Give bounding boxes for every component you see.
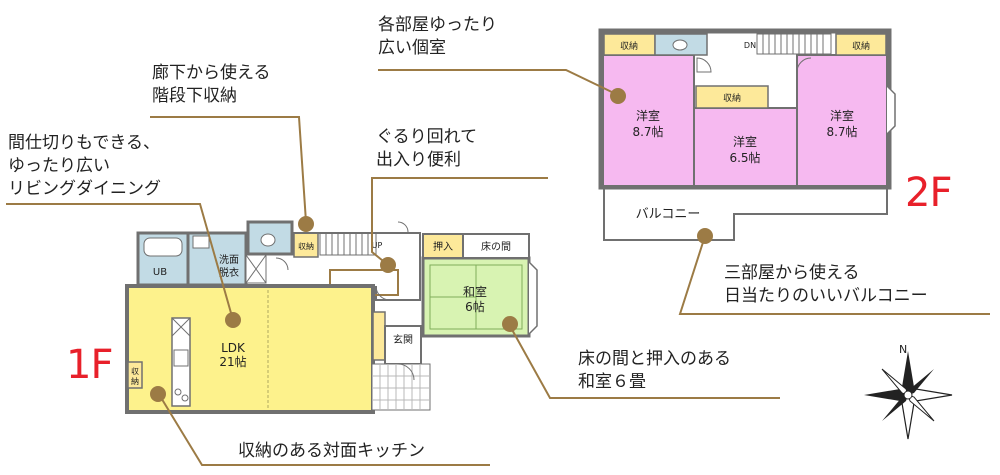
washroom-label-2: 脱衣	[219, 266, 239, 279]
leader-balcony	[678, 235, 990, 315]
bedroom-west-size: 8.7帖	[632, 124, 663, 139]
kitchen-storage	[127, 361, 143, 389]
leader-storage	[150, 116, 307, 223]
annotation-washitsu-line-2: 和室６畳	[578, 372, 646, 392]
first-floor-plan: LDK 21帖 和室 6帖 押入 床の間 洗面 脱衣 UB 収納 UP 玄関 収…	[125, 220, 538, 414]
washroom-label-1: 洗面	[219, 254, 239, 266]
storage-2f-east-label: 収納	[852, 40, 870, 52]
annotation-circulate-line-1: ぐるり回れて	[376, 127, 478, 147]
annotation-kitchen: 収納のある対面キッチン	[238, 440, 425, 463]
bedroom-east-size: 8.7帖	[826, 124, 857, 139]
compass-north-label: N	[899, 343, 907, 356]
storage-2f-east	[835, 33, 887, 56]
annotation-rooms-line-1: 各部屋ゆったり	[378, 15, 497, 35]
storage-2f-center	[695, 85, 769, 109]
tokonoma-label: 床の間	[481, 240, 511, 253]
second-floor-plan: 洋室 8.7帖 洋室 6.5帖 洋室 8.7帖 収納 収納 収納 DN バルコニ…	[598, 28, 896, 241]
annotation-storage: 廊下から使える 階段下収納	[152, 62, 271, 108]
kitchen-storage-label-2: 納	[131, 376, 139, 386]
annotation-ldk-line-2: ゆったり広い	[8, 156, 110, 176]
storage-2f-west-label: 収納	[620, 40, 638, 52]
tokonoma	[462, 233, 530, 259]
stair-storage	[293, 232, 319, 258]
annotation-rooms-line-2: 広い個室	[378, 38, 446, 58]
washitsu-size: 6帖	[465, 299, 485, 314]
stair-storage-label: 収納	[298, 241, 314, 251]
annotation-balcony: 三部屋から使える 日当たりのいいバルコニー	[724, 262, 928, 308]
balcony-label: バルコニー	[636, 207, 701, 222]
annotation-kitchen-line-1: 収納のある対面キッチン	[238, 441, 425, 461]
compass-rose: N	[864, 343, 953, 440]
ub-label: UB	[153, 267, 167, 278]
annotation-ldk: 間仕切りもできる、 ゆったり広い リビングダイニング	[8, 132, 161, 201]
stairs-1f	[319, 232, 377, 256]
annotation-ldk-line-3: リビングダイニング	[8, 179, 161, 199]
leader-washitsu	[509, 325, 780, 399]
leader-dots	[150, 88, 713, 402]
leader-lines	[6, 69, 990, 466]
ldk-room	[125, 284, 375, 414]
stairs-2f-mark: DN	[744, 41, 756, 50]
annotation-balcony-line-1: 三部屋から使える	[724, 263, 860, 283]
oshiire	[422, 233, 464, 259]
bedroom-west	[602, 54, 695, 187]
annotation-rooms: 各部屋ゆったり 広い個室	[378, 14, 497, 60]
leader-kitchen	[159, 395, 490, 466]
genkan-label: 玄関	[393, 333, 413, 346]
stairs-1f-mark: UP	[372, 241, 383, 250]
leader-circulate	[371, 177, 548, 266]
leader-ldk	[6, 203, 234, 321]
floor-label-1f: 1F	[66, 342, 113, 388]
floor-label-2f: 2F	[905, 170, 952, 216]
annotation-washitsu-line-1: 床の間と押入のある	[578, 349, 731, 369]
annotation-storage-line-2: 階段下収納	[152, 86, 237, 106]
annotation-storage-line-1: 廊下から使える	[152, 63, 271, 83]
stairs-2f	[756, 33, 832, 55]
bedroom-west-name: 洋室	[636, 108, 660, 123]
annotation-circulate: ぐるり回れて 出入り便利	[376, 126, 477, 172]
kitchen-storage-label-1: 収	[131, 366, 139, 376]
washitsu-name: 和室	[463, 284, 487, 299]
ldk-name: LDK	[221, 341, 246, 355]
oshiire-label: 押入	[433, 240, 453, 253]
leader-rooms	[378, 69, 619, 96]
bedroom-center-size: 6.5帖	[729, 150, 760, 165]
annotation-washitsu: 床の間と押入のある 和室６畳	[578, 348, 731, 394]
storage-2f-center-label: 収納	[723, 92, 741, 104]
annotation-balcony-line-2: 日当たりのいいバルコニー	[724, 286, 928, 306]
ldk-size: 21帖	[219, 354, 246, 369]
annotation-circulate-line-2: 出入り便利	[376, 150, 461, 170]
annotation-ldk-line-1: 間仕切りもできる、	[8, 133, 160, 153]
bedroom-center-name: 洋室	[733, 134, 757, 149]
bedroom-east-name: 洋室	[830, 108, 854, 123]
